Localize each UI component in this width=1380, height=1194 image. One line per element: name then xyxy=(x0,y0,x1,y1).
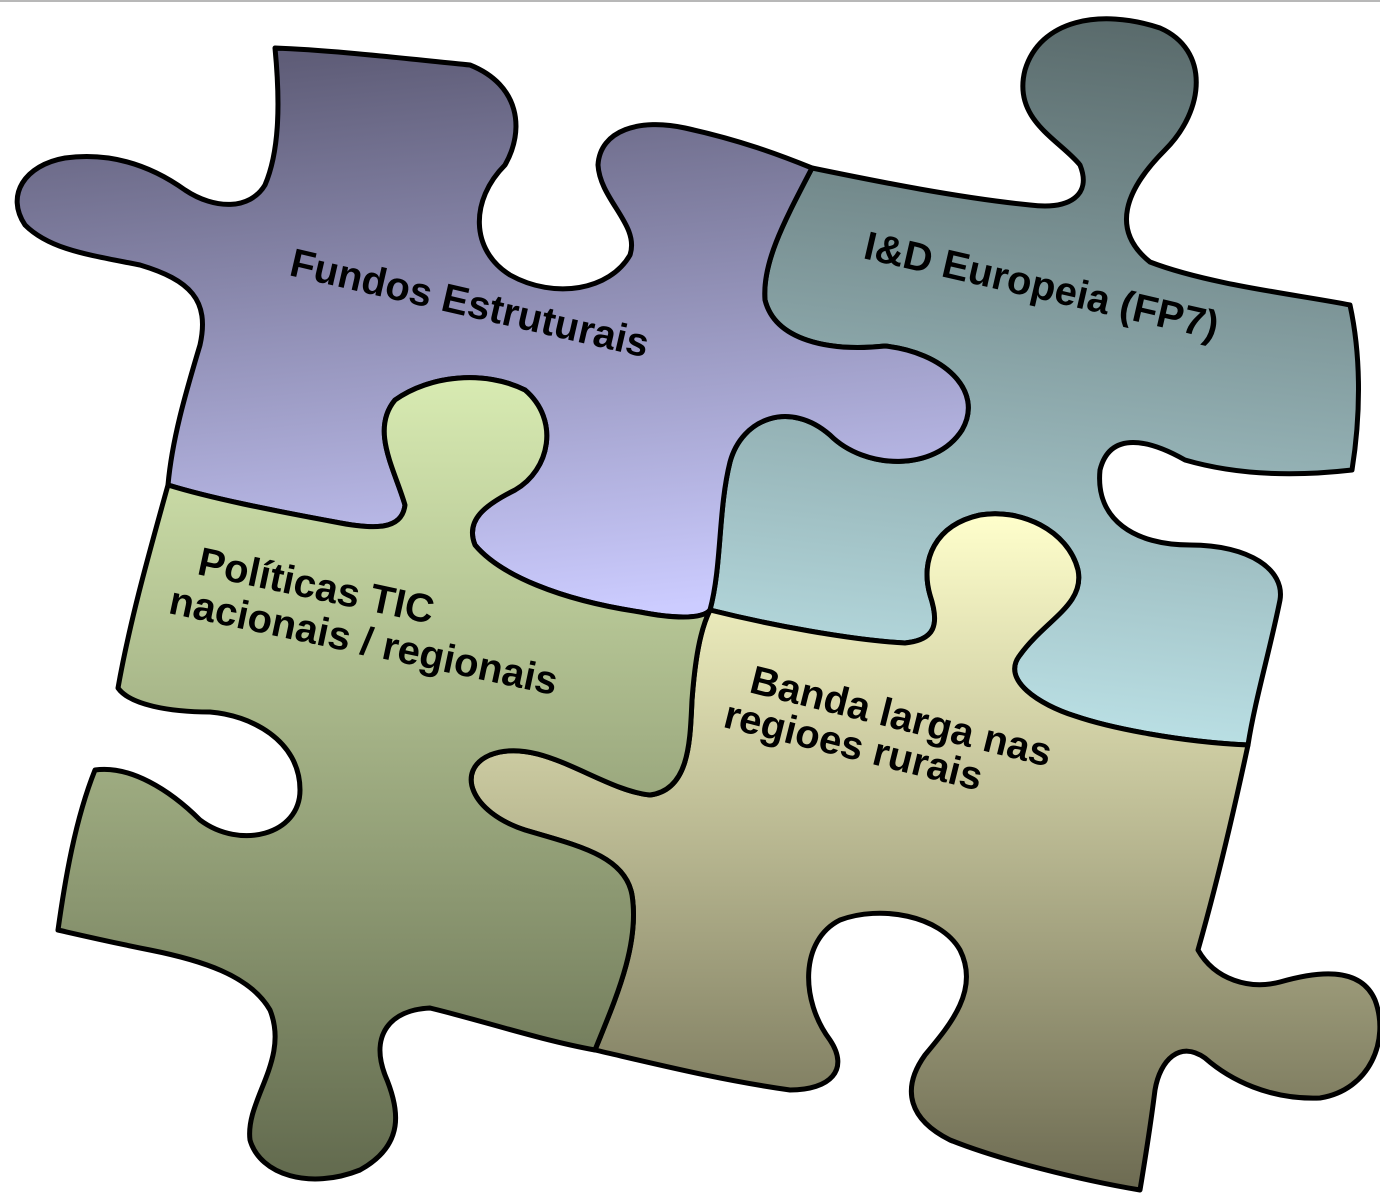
top-border-line xyxy=(0,0,1380,2)
puzzle-piece-politicas-tic xyxy=(55,375,713,1182)
